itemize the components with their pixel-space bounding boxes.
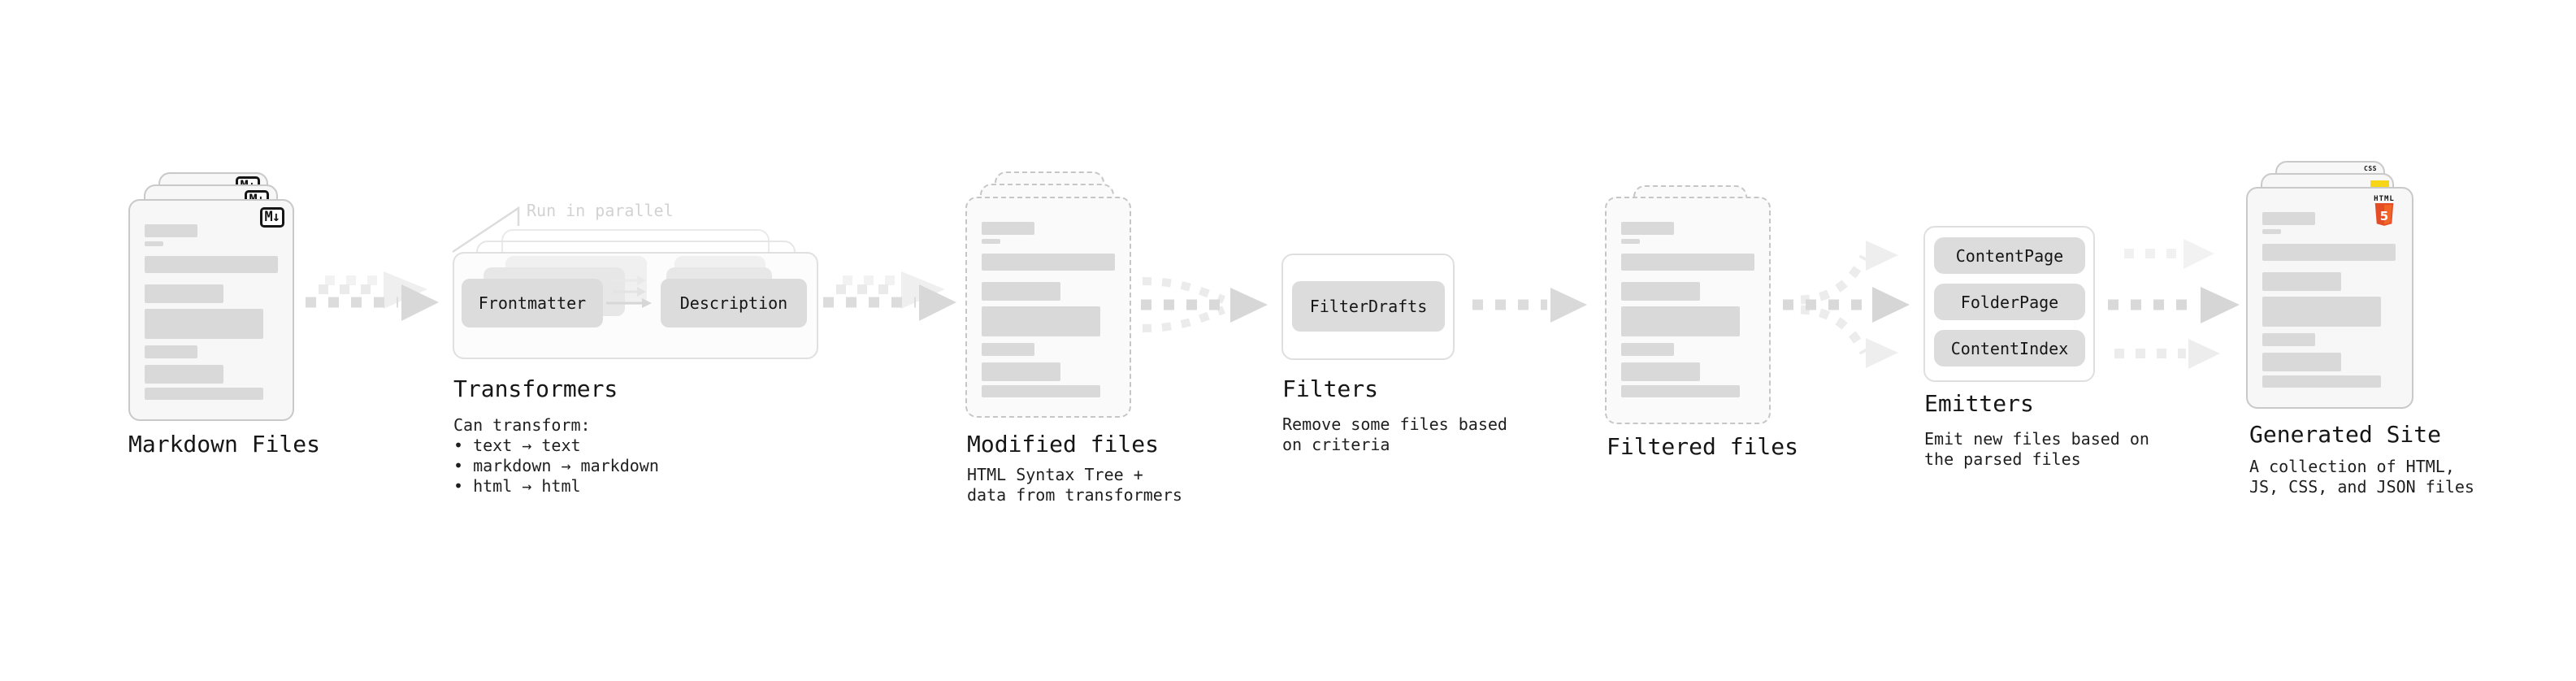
parallel-run-arrows xyxy=(606,275,652,308)
text-line-placeholder xyxy=(2262,212,2315,225)
markdown-file-icon: M↓ xyxy=(259,207,284,228)
callout-leader-line xyxy=(452,206,520,254)
text-line-placeholder xyxy=(2262,297,2381,327)
stage-description-generated-site: A collection of HTML, JS, CSS, and JSON … xyxy=(2249,457,2474,497)
text-line-placeholder xyxy=(2262,333,2315,346)
arrow-emitters-to-generated xyxy=(2108,239,2240,369)
arrow-filters-to-filtered xyxy=(1472,288,1587,323)
transformer-frontmatter-box: Frontmatter xyxy=(462,279,603,327)
emitter-content-page-label: ContentPage xyxy=(1955,245,2064,266)
stage-title-generated-site: Generated Site xyxy=(2249,421,2442,448)
run-in-parallel-label: Run in parallel xyxy=(527,201,674,220)
css-icon-label: CSS xyxy=(2364,165,2377,172)
stage-description-emitters: Emit new files based on the parsed files xyxy=(1924,429,2149,469)
modified-file-card xyxy=(965,197,1131,418)
text-line-placeholder xyxy=(2262,353,2341,371)
html5-icon-label: HTML xyxy=(2374,195,2395,203)
transformer-frontmatter-label: Frontmatter xyxy=(478,293,587,313)
js-file-icon xyxy=(2370,180,2389,189)
text-line-placeholder xyxy=(1621,385,1740,397)
stage-title-filters: Filters xyxy=(1282,375,1379,402)
transformer-description-label: Description xyxy=(679,293,788,313)
text-line-placeholder xyxy=(982,306,1100,336)
text-line-placeholder xyxy=(982,385,1100,397)
text-line-placeholder xyxy=(145,309,263,339)
text-line-placeholder xyxy=(1621,306,1740,336)
text-line-placeholder xyxy=(145,388,263,400)
transformer-description-box: Description xyxy=(661,279,807,327)
arrow-markdown-to-transformers xyxy=(306,271,439,321)
emitter-content-index-label: ContentIndex xyxy=(1950,338,2069,358)
text-line-placeholder xyxy=(1621,254,1754,271)
filter-drafts-label: FilterDrafts xyxy=(1309,297,1428,316)
text-line-placeholder xyxy=(1621,362,1700,381)
stage-title-emitters: Emitters xyxy=(1924,390,2034,417)
html5-shield-icon: 5 xyxy=(2374,203,2394,226)
text-line-placeholder xyxy=(982,222,1034,235)
emitter-folder-page-box: FolderPage xyxy=(1934,284,2085,320)
text-line-placeholder xyxy=(1621,222,1674,235)
generated-html-file-card: HTML 5 xyxy=(2246,187,2413,409)
text-line-placeholder xyxy=(2262,272,2341,291)
svg-text:5: 5 xyxy=(2380,209,2388,223)
text-line-placeholder xyxy=(982,239,1000,244)
text-line-placeholder xyxy=(145,224,197,237)
text-line-placeholder xyxy=(982,254,1115,271)
stage-description-transformers: Can transform: • text → text • markdown … xyxy=(453,415,659,496)
text-line-placeholder xyxy=(145,284,223,303)
filter-drafts-box: FilterDrafts xyxy=(1292,281,1445,332)
text-line-placeholder xyxy=(145,345,197,358)
emitter-content-page-box: ContentPage xyxy=(1934,237,2085,274)
text-line-placeholder xyxy=(145,365,223,384)
text-line-placeholder xyxy=(1621,239,1640,244)
text-line-placeholder xyxy=(1621,282,1700,301)
arrow-modified-to-filters xyxy=(1141,277,1268,332)
html5-file-icon: HTML 5 xyxy=(2367,195,2401,230)
text-line-placeholder xyxy=(2262,244,2396,261)
text-line-placeholder xyxy=(145,241,163,246)
stage-description-modified-files: HTML Syntax Tree + data from transformer… xyxy=(967,465,1182,505)
emitter-content-index-box: ContentIndex xyxy=(1934,330,2085,367)
text-line-placeholder xyxy=(2262,375,2381,388)
text-line-placeholder xyxy=(982,282,1060,301)
emitter-folder-page-label: FolderPage xyxy=(1960,292,2059,312)
text-line-placeholder xyxy=(982,362,1060,381)
filtered-file-card xyxy=(1605,197,1771,424)
stage-title-modified-files: Modified files xyxy=(967,431,1160,458)
stage-title-filtered-files: Filtered files xyxy=(1607,433,1799,460)
arrow-transformers-to-modified xyxy=(823,271,956,321)
text-line-placeholder xyxy=(982,343,1034,356)
markdown-file-card: M↓ xyxy=(128,199,294,421)
stage-title-markdown-files: Markdown Files xyxy=(128,431,321,458)
text-line-placeholder xyxy=(145,256,278,273)
text-line-placeholder xyxy=(2262,229,2281,234)
arrow-filtered-to-emitters xyxy=(1783,241,1910,368)
stage-title-transformers: Transformers xyxy=(453,375,618,402)
text-line-placeholder xyxy=(1621,343,1674,356)
stage-description-filters: Remove some files based on criteria xyxy=(1282,414,1507,454)
